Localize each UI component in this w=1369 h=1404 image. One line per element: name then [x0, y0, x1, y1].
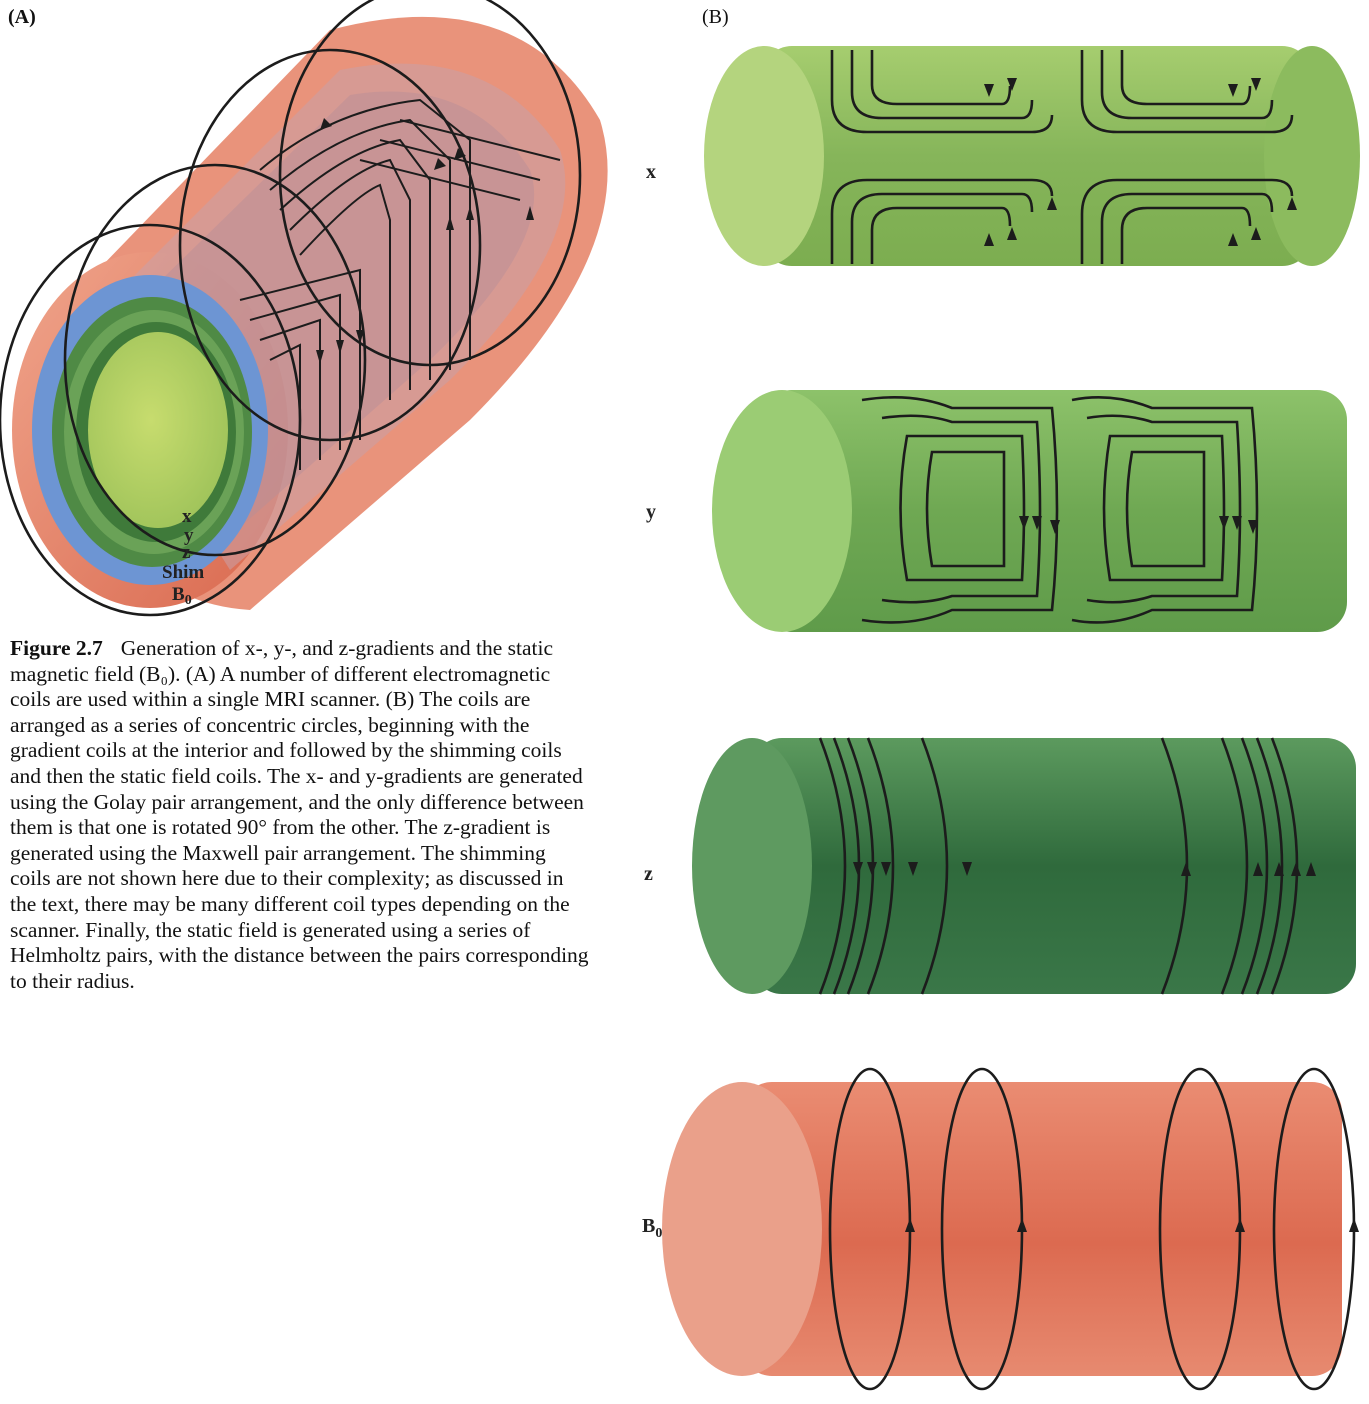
caption-text: Generation of x-, y-, and z-gradients an…: [10, 636, 589, 993]
z-gradient-cylinder: z: [644, 738, 1356, 994]
layer-label-z: z: [182, 542, 191, 563]
b0-cylinder-b: B0: [642, 1069, 1359, 1389]
layer-label-x: x: [182, 506, 192, 527]
nested-coil-illustration: x y z Shim B0: [0, 0, 640, 620]
row-label-b0: B0: [642, 1215, 662, 1241]
figure-number: Figure 2.7: [10, 636, 103, 660]
coil-cylinder-set: x y: [632, 0, 1369, 1404]
x-gradient-cylinder: x: [646, 46, 1360, 266]
layer-label-shim: Shim: [162, 562, 204, 583]
row-label-y: y: [646, 501, 656, 523]
row-label-x: x: [646, 161, 656, 183]
row-label-z: z: [644, 863, 653, 885]
y-gradient-cylinder: y: [646, 390, 1347, 632]
